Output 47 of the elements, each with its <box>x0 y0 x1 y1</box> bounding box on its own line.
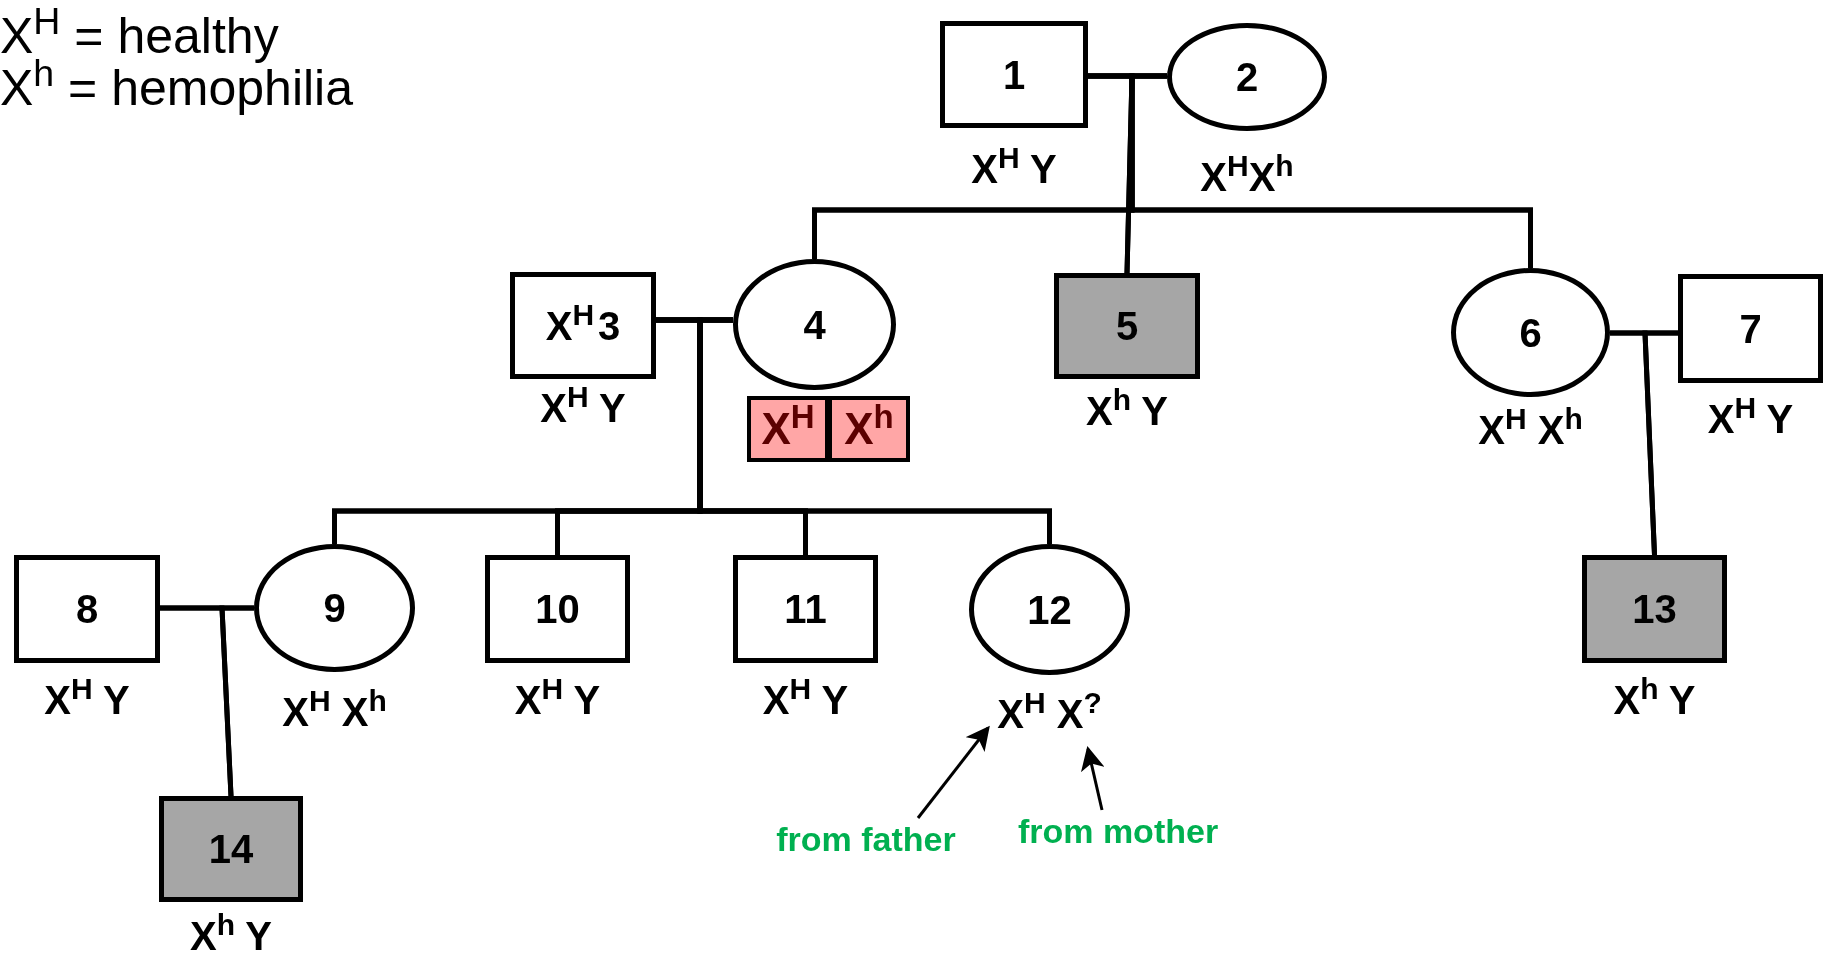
genotype-label: X$^{H}$ Y <box>44 678 130 722</box>
pedigree-line <box>1642 330 1678 556</box>
allele-box <box>828 396 910 462</box>
allele-box <box>747 396 829 462</box>
genotype-label: X$^{h}$ Y <box>1085 389 1169 433</box>
annotation-text: from father <box>748 818 984 860</box>
male-square <box>14 555 160 663</box>
person-number: 7 <box>1739 305 1762 353</box>
allele-text: X$^{H}$ <box>761 396 815 455</box>
genotype-label: X$^{h}$ Y <box>189 914 273 958</box>
person-number: 5 <box>1115 303 1139 350</box>
pedigree-line <box>219 605 254 797</box>
annotation-text: from mother <box>990 810 1246 852</box>
genotype-label: X$^{H}$ Y <box>762 678 849 722</box>
genotype-label: X$^{H}$ Y <box>971 147 1057 191</box>
allele-text: X$^{h}$ <box>844 396 894 455</box>
person-number: 3 <box>598 302 621 350</box>
genotype-label: X$^{H}$ X$^{h}$ <box>282 690 387 734</box>
person-number: 14 <box>208 826 254 873</box>
genotype-label: X$^{H}$ Y <box>514 678 601 722</box>
genotype-label: X$^{H}$ X$^{h}$ <box>1478 408 1583 452</box>
genotype-label: X$^{H}$X$^{h}$ <box>1200 155 1294 199</box>
person-number: 1 <box>1002 51 1026 99</box>
genotype-label: X$^{h}$ Y <box>1613 678 1696 722</box>
person-number: 9 <box>323 585 346 632</box>
male-square <box>733 555 878 663</box>
affected-male-square <box>1582 555 1727 663</box>
affected-male-square <box>1054 273 1200 379</box>
genotype-label: X$^{H}$ X$^{?}$ <box>997 692 1102 736</box>
person-number: 4 <box>803 301 826 349</box>
genotype-text: X$^{H}$ <box>545 296 595 350</box>
male-square <box>1678 274 1823 383</box>
person-number: 11 <box>784 586 827 633</box>
genotype-label: X$^{H}$ Y <box>1707 397 1794 441</box>
person-number: 8 <box>75 586 99 633</box>
person-number: 6 <box>1519 309 1542 357</box>
leader-arrow <box>916 725 990 819</box>
affected-male-square <box>159 796 303 902</box>
person-number: 2 <box>1235 54 1259 101</box>
leader-arrow <box>1081 746 1105 811</box>
person-number: 13 <box>1632 586 1677 633</box>
male-square <box>940 21 1088 128</box>
person-number: 12 <box>1027 586 1072 634</box>
male-square <box>485 555 630 663</box>
person-number: 10 <box>535 586 580 633</box>
male-square <box>510 272 656 379</box>
genotype-label: X$^{H}$ Y <box>540 386 626 430</box>
